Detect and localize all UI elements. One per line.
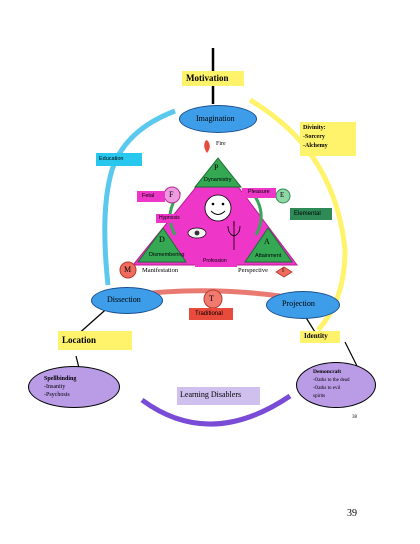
elemental-label: Elemental	[294, 211, 321, 217]
identity-box	[300, 331, 340, 343]
perspective-diamond	[275, 266, 293, 278]
profession-label: Profession	[203, 258, 227, 264]
imagination-oval	[179, 105, 257, 133]
location-label: Location	[62, 335, 97, 345]
projection-label: Projection	[282, 299, 315, 308]
dissection-oval	[91, 287, 163, 314]
elemental-box	[290, 208, 332, 220]
learning-disablers-label: Learning Disablers	[180, 390, 242, 399]
trident-icon	[227, 221, 241, 250]
page-number: 39	[347, 508, 357, 519]
identity-label: Identity	[304, 332, 328, 340]
right-green-triangle	[244, 227, 293, 263]
imagination-label: Imagination	[196, 114, 235, 123]
learning-disablers-arc	[140, 393, 292, 427]
right-letter: A	[264, 237, 270, 246]
demoncraft-item-1: -Oaths to the dead	[313, 378, 350, 383]
top-green-triangle	[193, 157, 243, 188]
elemental-circle-letter: E	[280, 191, 285, 199]
perspective-label: Perspective	[238, 267, 268, 274]
fire-icon	[204, 140, 210, 153]
divinity-item-sorcery: -Sorcery	[303, 134, 325, 140]
spellbinding-item-insanity: -Insanity	[44, 384, 66, 390]
hypnosis-box	[156, 214, 186, 223]
fetal-box	[137, 191, 165, 202]
divinity-box	[300, 122, 356, 156]
profession-box	[195, 256, 237, 267]
left-corner-label: Dismembering	[149, 252, 185, 258]
education-label: Education	[99, 156, 124, 162]
dissection-label: Dissection	[107, 295, 141, 304]
eye-icon	[187, 227, 207, 239]
spellbinding-item-psychosis: -Psychosis	[44, 392, 70, 398]
motivation-box	[182, 71, 244, 86]
fire-label: Fire	[216, 141, 226, 147]
demoncraft-title: Demoncraft	[313, 369, 342, 375]
fetal-label: Fetal	[142, 193, 155, 199]
divinity-title: Divinity:	[303, 125, 326, 131]
traditional-label: Traditional	[195, 311, 223, 317]
fetal-circle-letter: F	[169, 190, 174, 199]
perspective-diamond-letter: I	[282, 268, 284, 274]
smiley-face-icon	[204, 194, 232, 222]
manifestation-circle-letter: M	[124, 265, 132, 274]
spellbinding-title: Spellbinding	[44, 376, 77, 382]
identity-demoncraft-line	[344, 341, 358, 367]
spellbinding-oval	[28, 366, 120, 408]
demoncraft-oval	[296, 362, 376, 408]
traditional-circle-letter: T	[209, 294, 214, 303]
hypnosis-label: Hypnosis	[159, 215, 180, 221]
top-letter: P	[214, 163, 219, 172]
manifestation-circle	[119, 261, 137, 279]
demoncraft-item-2: -Oaths to evil	[313, 386, 341, 391]
small-page-number: 38	[352, 415, 357, 420]
motivation-label: Motivation	[186, 73, 229, 83]
pleasure-box	[242, 188, 276, 198]
divinity-item-alchemy: -Alchemy	[303, 143, 328, 149]
right-corner-label: Attainment	[255, 253, 282, 259]
elemental-circle	[275, 188, 291, 204]
demoncraft-item-3: spirits	[313, 394, 326, 399]
manifestation-label: Manifestation	[142, 267, 179, 274]
left-green-triangle	[137, 227, 187, 263]
learning-disablers-box	[177, 387, 260, 405]
education-box	[96, 153, 142, 166]
ring-left-arc-cyan	[102, 108, 176, 286]
traditional-box	[189, 308, 233, 320]
projection-oval	[266, 291, 340, 319]
top-corner-label: Dynamistry	[204, 177, 232, 183]
left-letter: D	[159, 235, 165, 244]
pleasure-label: Pleasure	[248, 189, 270, 195]
location-box	[58, 331, 132, 350]
